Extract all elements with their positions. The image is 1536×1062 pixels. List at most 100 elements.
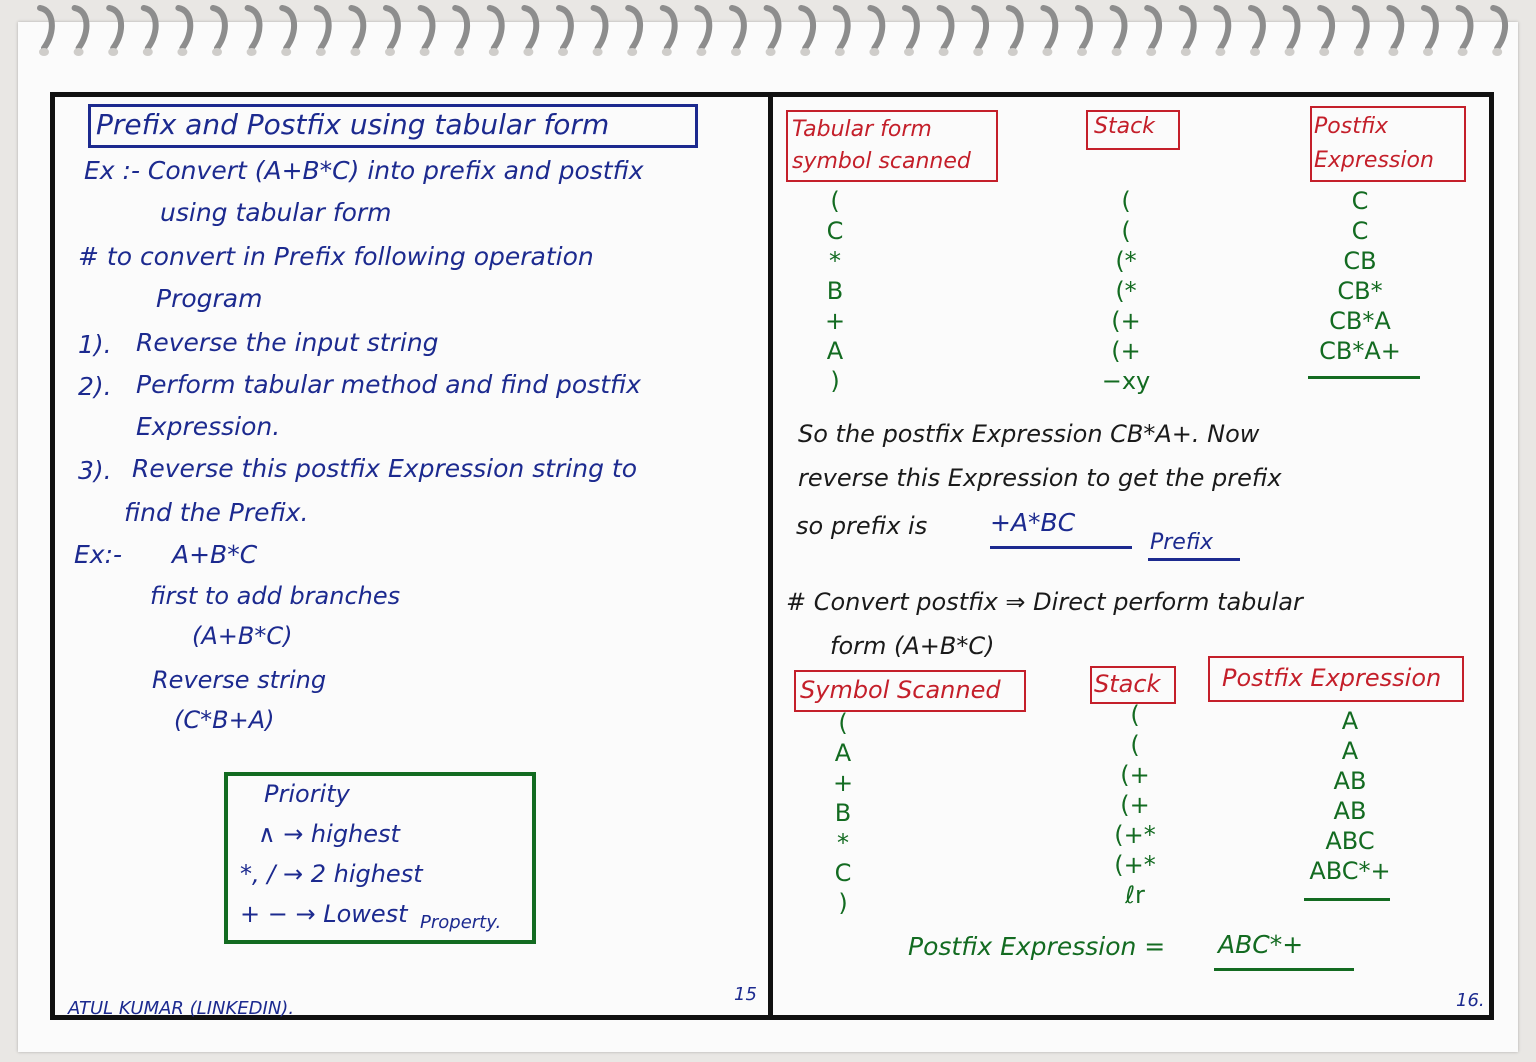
spiral-hole [1007, 48, 1018, 56]
priority-row-2: *, / → 2 highest [240, 860, 423, 888]
table1-symbol-cell: A [826, 337, 844, 365]
spiral-hole [1180, 48, 1191, 56]
spiral-hole [1077, 48, 1087, 56]
table2-symbol-cell: + [832, 769, 854, 797]
table1-stack-cell: (+ [1111, 337, 1141, 365]
spiral-hole [523, 48, 534, 56]
spiral-hole [39, 48, 49, 56]
spiral-hole [315, 48, 326, 56]
table2-symbol-cell: B [834, 799, 852, 827]
spiral-hole [800, 48, 811, 56]
spiral-coil [763, 5, 782, 51]
spiral-coil [486, 5, 505, 51]
priority-note: Property. [420, 912, 502, 933]
spiral-hole [765, 48, 776, 56]
table1-symbol-cell: C [826, 217, 844, 245]
step-1-text: Reverse the input string [136, 328, 439, 357]
spiral-coil [521, 5, 540, 51]
convert-heading-line-2: form (A+B*C) [830, 632, 995, 660]
spiral-hole [938, 48, 949, 56]
spiral-coil [971, 5, 989, 51]
table1-symbol-cell: * [829, 247, 841, 275]
spiral-coil [867, 5, 886, 51]
spiral-hole [1388, 48, 1399, 56]
spiral-hole [1146, 48, 1157, 56]
spiral-hole [419, 48, 430, 56]
author-credit: ATUL KUMAR (LINKEDIN). [68, 998, 295, 1019]
spiral-hole [212, 48, 222, 56]
spiral-coil [1005, 5, 1024, 51]
spiral-hole [834, 48, 845, 56]
spiral-hole [73, 48, 84, 56]
prefix-value: +A*BC [990, 508, 1076, 537]
step-3-number: 3). [78, 456, 112, 485]
example-line-2: using tabular form [160, 198, 392, 227]
table1-postfix-cell: CB*A+ [1319, 337, 1401, 365]
page-divider [768, 92, 773, 1020]
spiral-coil [694, 5, 713, 51]
priority-box [224, 772, 536, 944]
spiral-coil [348, 5, 367, 51]
spiral-coil [37, 5, 55, 51]
spiral-coil [71, 5, 90, 51]
table2-stack-cell: (+ [1120, 761, 1150, 789]
result-label: Postfix Expression = [908, 932, 1166, 961]
step-3-text-1: Reverse this postfix Expression string t… [132, 454, 638, 483]
table2-postfix-cell: ABC*+ [1309, 857, 1391, 885]
table2-stack-cell: (+ [1120, 791, 1150, 819]
table2-symbol-cell: C [834, 859, 852, 887]
spiral-hole [350, 48, 361, 56]
conclusion-line-2: reverse this Expression to get the prefi… [798, 464, 1282, 492]
spiral-coil [1248, 5, 1266, 51]
spiral-hole [246, 48, 257, 56]
title-box [88, 104, 698, 148]
table1-symbol-cell: B [826, 277, 844, 305]
prefix-value-underline [990, 546, 1132, 549]
spiral-coil [279, 5, 297, 51]
table1-stack-cell: −xy [1101, 367, 1151, 395]
example2-line-3: Reverse string [152, 666, 327, 694]
table1-symbol-header: Tabular form symbol scanned [792, 117, 971, 174]
table1-stack-cell: ( [1121, 187, 1131, 215]
table1-stack-column: (((*(*(+(+−xy [1094, 186, 1158, 396]
spiral-coil [1282, 5, 1301, 51]
spiral-coil [1075, 5, 1093, 51]
spiral-coil [1455, 5, 1474, 51]
spiral-hole [1457, 48, 1468, 56]
table1-symbol-cell: ( [830, 187, 840, 215]
table1-postfix-header: Postfix Expression [1314, 114, 1434, 173]
table1-symbol-header-box [786, 110, 998, 182]
table1-postfix-cell: CB*A [1329, 307, 1391, 335]
spiral-coil [106, 5, 124, 51]
spiral-coil [1421, 5, 1439, 51]
spiral-hole [731, 48, 741, 56]
spiral-hole [869, 48, 880, 56]
table2-symbol-cell: ( [838, 709, 848, 737]
spiral-coil [1178, 5, 1197, 51]
table2-stack-header: Stack [1094, 670, 1161, 698]
step-2-text-1: Perform tabular method and find postfix [136, 370, 641, 399]
spiral-hole [696, 48, 707, 56]
convert-heading-line-1: # Convert postfix ⇒ Direct perform tabul… [786, 588, 1303, 616]
spiral-coil [1351, 5, 1370, 51]
spiral-hole [592, 48, 603, 56]
table2-postfix-cell: AB [1333, 797, 1367, 825]
step-2-number: 2). [78, 372, 112, 401]
conclusion-line-3: so prefix is [796, 512, 928, 540]
spiral-coil [210, 5, 228, 51]
example2-expr: A+B*C [172, 540, 258, 569]
table2-postfix-cell: AB [1333, 767, 1367, 795]
spiral-hole [1423, 48, 1433, 56]
spiral-coil [1490, 5, 1508, 51]
table1-stack-cell: (+ [1111, 307, 1141, 335]
spiral-hole [454, 48, 465, 56]
spiral-hole [281, 48, 292, 56]
spiral-coil [1144, 5, 1162, 51]
priority-row-1: ∧ → highest [258, 820, 400, 848]
spiral-hole [142, 48, 153, 56]
spiral-coil [659, 5, 678, 51]
table2-stack-cell: (+* [1114, 851, 1156, 879]
prefix-heading-line-1: # to convert in Prefix following operati… [78, 242, 594, 271]
spiral-binding [37, 5, 1508, 56]
